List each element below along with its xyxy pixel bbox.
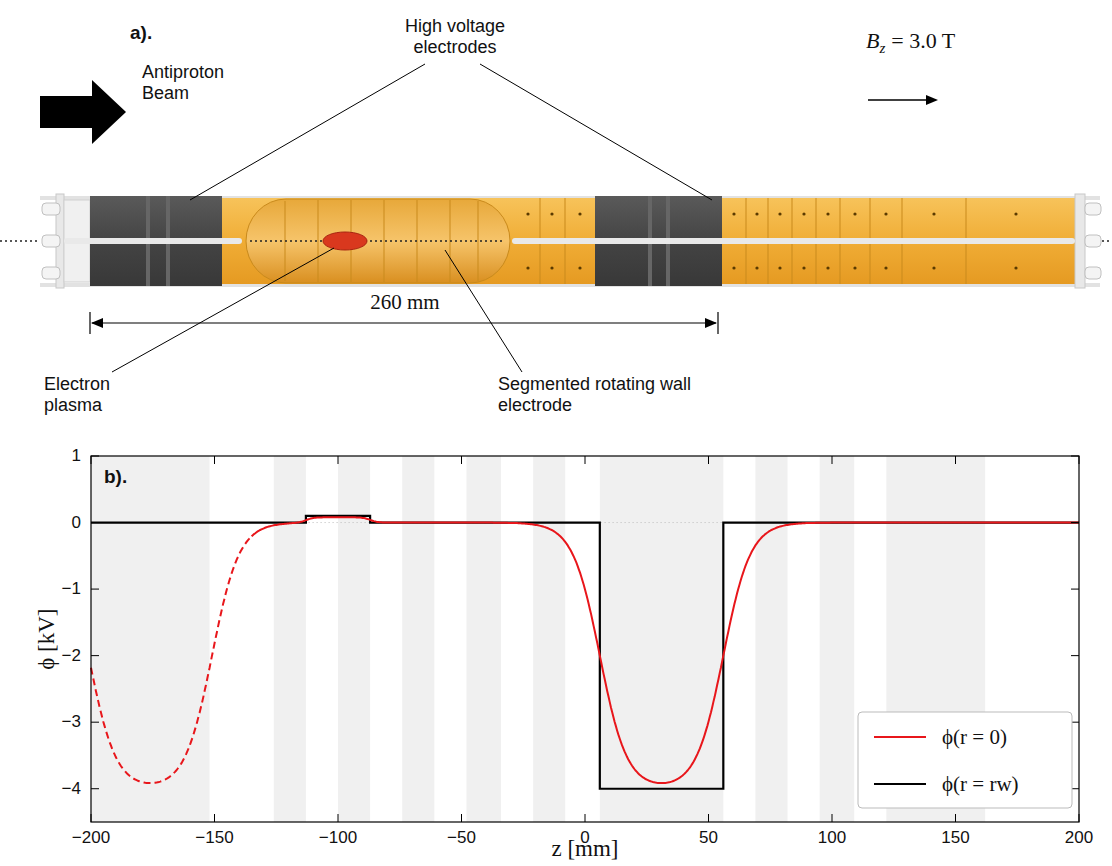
callout-label: High voltage electrodes [380,16,530,57]
tick [461,814,462,822]
tick [1071,522,1079,523]
tick [214,814,215,822]
electrode-band [533,456,565,822]
callout-label: Electron plasma [44,374,144,415]
tick [91,522,99,523]
callout-label: Antiproton Beam [142,62,252,103]
tick [338,814,339,822]
tick [1079,456,1080,464]
legend-sample [874,736,926,738]
tick [1071,655,1079,656]
electrode-band [274,456,306,822]
tick-label: 100 [818,828,846,848]
tick [91,655,99,656]
legend-text: ϕ(r = rw) [942,772,1019,796]
tick-label: −4 [62,779,81,799]
legend-box [858,712,1072,808]
tick-label: −1 [62,579,81,599]
tick-label: −2 [62,646,81,666]
tick [91,722,99,723]
callout-label: 260 mm [370,290,439,314]
tick [585,456,586,464]
tick [708,814,709,822]
tick [91,814,92,822]
tick [91,456,92,464]
tick [214,456,215,464]
callout-label: a). [130,22,152,44]
tick [1071,456,1079,457]
tick [832,814,833,822]
tick-label: 150 [941,828,969,848]
tick-label: −50 [447,828,476,848]
tick-label: 200 [1065,828,1093,848]
axis-label: z [mm] [551,836,618,862]
tick-label: −200 [72,828,110,848]
tick [955,814,956,822]
tick [91,456,99,457]
axis-potential-dashed [91,536,252,783]
electrode-band [755,456,787,822]
axis-label: ϕ [kV] [35,608,61,669]
electrode-band [600,456,724,822]
tick [1071,589,1079,590]
callout-label: Segmented rotating wall electrode [498,374,708,415]
tick [91,788,99,789]
tick [461,456,462,464]
field-symbol: B [866,28,879,53]
tick [708,456,709,464]
tick-label: 50 [699,828,718,848]
plot-frame [91,456,1079,822]
tick [1079,814,1080,822]
field-value: = 3.0 T [891,28,955,53]
field-subscript: z [879,40,885,56]
tick [338,456,339,464]
legend-text: ϕ(r = 0) [942,725,1007,749]
axis-potential-line [252,517,1079,783]
tick-label: −3 [62,712,81,732]
tick-label: 1 [72,446,81,466]
tick [832,456,833,464]
legend-sample [874,783,926,785]
electrode-band [402,456,434,822]
tick [585,814,586,822]
tick [955,456,956,464]
electrode-band [338,456,370,822]
electrode-band [91,456,210,822]
callout-label: b). [104,466,127,488]
field-label: Bz = 3.0 T [866,28,955,53]
tick [91,589,99,590]
electrode-band [466,456,501,822]
tick-label: 0 [72,513,81,533]
electrode-band [820,456,855,822]
tick-label: −100 [319,828,357,848]
tick-label: −150 [195,828,233,848]
